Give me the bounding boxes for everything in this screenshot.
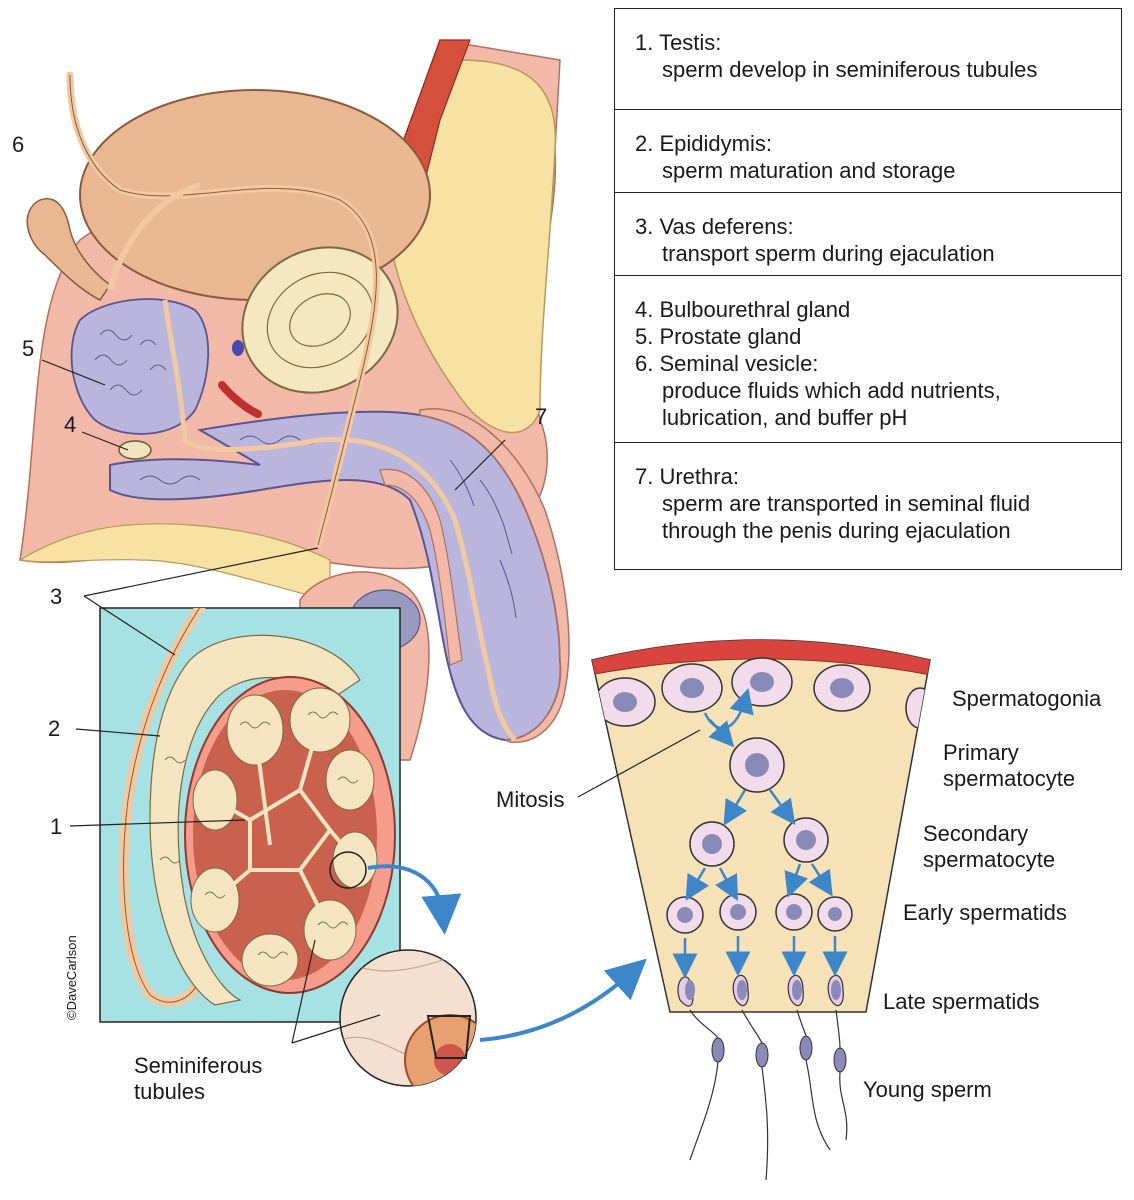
label-late-spermatids: Late spermatids (883, 989, 1040, 1014)
young-sperm (711, 1035, 847, 1073)
legend-bulbourethral: 4. Bulbourethral gland (635, 297, 851, 322)
legend-testis-desc: sperm develop in seminiferous tubules (662, 57, 1038, 82)
basement-membrane (592, 640, 930, 677)
seminal-vesicle (26, 198, 112, 301)
penis-outer (419, 408, 570, 743)
label-mitosis: Mitosis (496, 787, 565, 812)
callout-3: 3 (50, 584, 63, 609)
legend-epididymis: 2. Epididymis: sperm maturation and stor… (615, 110, 1121, 193)
legend-testis-title: 1. Testis: (635, 30, 722, 55)
legend-urethra-desc-2: through the penis during ejaculation (662, 518, 1011, 543)
label-secondary-1: Secondary (923, 821, 1029, 846)
legend-vas-deferens: 3. Vas deferens: transport sperm during … (615, 193, 1121, 276)
legend-glands-desc-2: lubrication, and buffer pH (662, 405, 908, 430)
legend-epididymis-desc: sperm maturation and storage (662, 158, 956, 183)
legend-prostate: 5. Prostate gland (635, 324, 802, 349)
legend-vas-deferens-title: 3. Vas deferens: (635, 214, 794, 239)
bulbourethral-gland (118, 440, 152, 460)
legend-glands: 4. Bulbourethral gland 5. Prostate gland… (615, 276, 1121, 443)
label-primary-1: Primary (943, 740, 1019, 765)
label-spermatogonia: Spermatogonia (952, 686, 1102, 711)
pubic-bone (241, 246, 399, 394)
legend-urethra-desc-1: sperm are transported in seminal fluid (662, 491, 1031, 516)
legend-glands-desc-1: produce fluids which add nutrients, (662, 378, 1001, 403)
leader-lines (41, 359, 701, 1044)
urethra (162, 299, 517, 742)
tubule-zoom (339, 949, 477, 1087)
legend-seminal-vesicle: 6. Seminal vesicle: (635, 351, 819, 376)
legend-vas-deferens-desc: transport sperm during ejaculation (662, 241, 995, 266)
label-seminiferous-2: tubules (134, 1079, 205, 1104)
label-primary-2: spermatocyte (943, 766, 1076, 791)
callout-6: 6 (12, 132, 25, 157)
callout-5: 5 (22, 336, 35, 361)
legend-urethra-title: 7. Urethra: (635, 464, 739, 489)
zoom-arrow-1 (367, 864, 462, 935)
epididymis (149, 634, 361, 1006)
legend-testis: 1. Testis: sperm develop in seminiferous… (615, 9, 1121, 110)
zoom-arrow-2 (479, 958, 647, 1042)
callout-1: 1 (50, 814, 63, 839)
spermatogenesis-wedge (591, 639, 931, 1181)
prostate-gland (70, 298, 210, 435)
label-young-sperm: Young sperm (863, 1077, 992, 1102)
legend-epididymis-title: 2. Epididymis: (635, 131, 772, 156)
callout-2: 2 (48, 716, 61, 741)
callout-4: 4 (64, 412, 77, 437)
sagittal-section (18, 39, 570, 761)
copyright-text: ©DaveCarlson (64, 935, 79, 1020)
label-seminiferous-1: Seminiferous (134, 1053, 263, 1078)
legend-urethra: 7. Urethra: sperm are transported in sem… (615, 443, 1121, 569)
label-early-spermatids: Early spermatids (903, 900, 1067, 925)
callout-7: 7 (535, 404, 548, 429)
legend-table: 1. Testis: sperm develop in seminiferous… (614, 8, 1122, 570)
testis-inset (99, 607, 401, 1023)
label-secondary-2: spermatocyte (923, 847, 1056, 872)
